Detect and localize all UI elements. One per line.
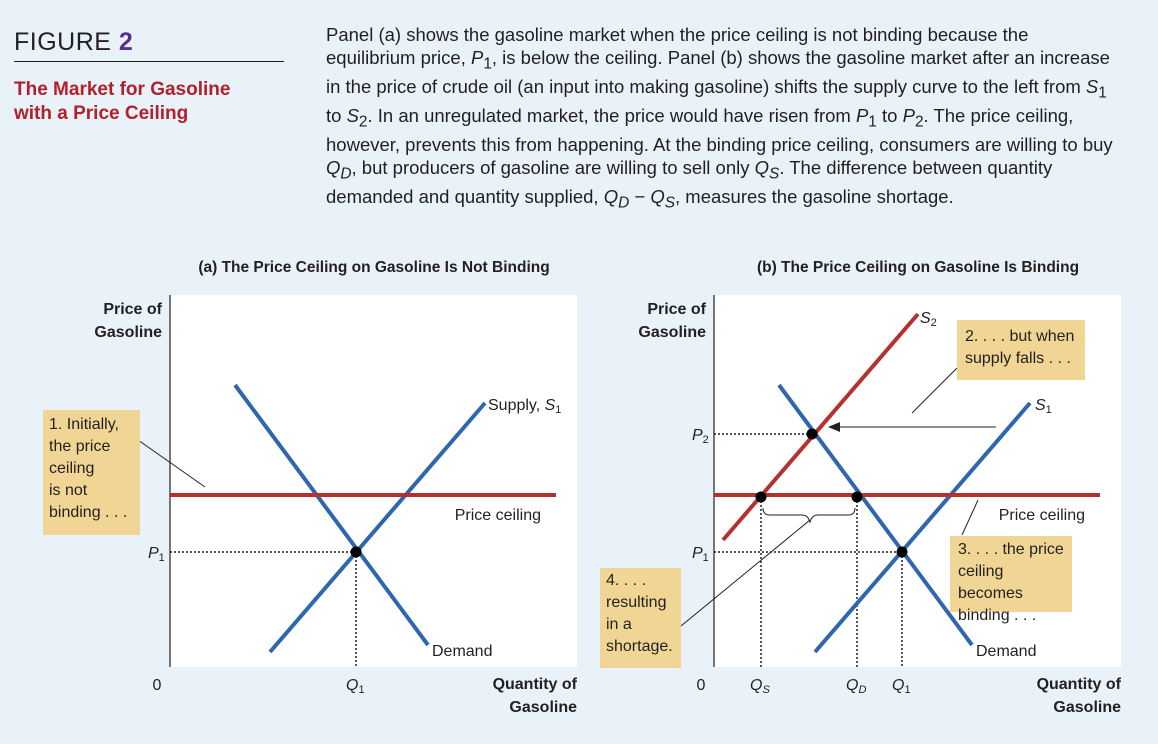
panel-a-plot-area bbox=[170, 295, 577, 667]
figure-caption: Panel (a) shows the gasoline market when… bbox=[326, 24, 1113, 212]
panel-a-equilibrium-point bbox=[350, 546, 362, 558]
figure-number: 2 bbox=[118, 28, 134, 56]
panel-b-qd-tick: QD bbox=[846, 677, 866, 696]
panel-a-note-initially: 1. Initially, the price ceiling is not b… bbox=[43, 410, 140, 535]
panel-b-note-shortage: 4. . . . resulting in a shortage. bbox=[600, 568, 681, 668]
panel-b-shift-arrowhead bbox=[828, 422, 840, 432]
panel-a-demand-label: Demand bbox=[432, 643, 492, 660]
panel-b-supply-s1-curve bbox=[813, 401, 1032, 654]
figure-title-line-2: with a Price Ceiling bbox=[14, 103, 189, 124]
panel-b-y-label-2: Gasoline bbox=[638, 324, 706, 341]
panel-b-s1-label: S1 bbox=[1035, 397, 1052, 416]
panel-b-note4-leader bbox=[680, 519, 811, 627]
panel-b-q1-tick: Q1 bbox=[892, 677, 911, 696]
panel-b-unregulated-equilibrium-point bbox=[806, 428, 818, 440]
panel-b-origin: 0 bbox=[697, 677, 706, 694]
panel-a-note-leader bbox=[137, 439, 206, 488]
panel-b-note2-leader bbox=[911, 367, 958, 414]
panel-a-supply-label: Supply, S1 bbox=[488, 397, 561, 416]
figure-rule bbox=[14, 61, 284, 62]
panel-b-p1-tick: P1 bbox=[692, 545, 709, 564]
panel-a-supply-curve bbox=[268, 401, 487, 654]
panel-a-y-label-1: Price of bbox=[103, 301, 162, 318]
panel-b-demand-label: Demand bbox=[976, 643, 1036, 660]
panel-a-p1-tick: P1 bbox=[148, 545, 165, 564]
panel-b-x-label-2: Gasoline bbox=[1053, 699, 1121, 716]
panel-b-note3-leader bbox=[961, 499, 979, 536]
panel-b-title: (b) The Price Ceiling on Gasoline Is Bin… bbox=[757, 259, 1079, 276]
panel-b-qs-tick: QS bbox=[750, 677, 770, 696]
panel-a-demand-curve bbox=[233, 383, 430, 647]
panel-a-q1-tick: Q1 bbox=[346, 677, 365, 696]
figure-title: The Market for Gasoline with a Price Cei… bbox=[14, 78, 274, 126]
panel-a-x-label-1: Quantity of bbox=[493, 676, 578, 693]
figure-title-line-1: The Market for Gasoline bbox=[14, 79, 231, 100]
panel-a-y-label-2: Gasoline bbox=[94, 324, 162, 341]
panel-b-s2-label: S2 bbox=[920, 310, 937, 329]
panel-b-x-label-1: Quantity of bbox=[1037, 676, 1122, 693]
panel-b-qd-point bbox=[851, 491, 863, 503]
panel-a-x-label-2: Gasoline bbox=[509, 699, 577, 716]
figure-label: FIGURE 2 bbox=[14, 28, 133, 57]
panel-b-y-label-1: Price of bbox=[647, 301, 706, 318]
panel-b-shortage-brace bbox=[762, 507, 856, 524]
panel-b-supply-s2-curve bbox=[721, 312, 920, 542]
panel-b-p2-tick: P2 bbox=[692, 427, 709, 446]
panel-b-price-ceiling-label: Price ceiling bbox=[999, 507, 1085, 524]
panel-b-qs-point bbox=[755, 491, 767, 503]
panel-b-note-supply-falls: 2. . . . but when supply falls . . . bbox=[957, 320, 1085, 380]
panel-a-origin: 0 bbox=[153, 677, 162, 694]
panel-b-demand-curve bbox=[777, 383, 974, 647]
figure-word: FIGURE bbox=[14, 28, 112, 56]
panel-b-note-ceiling-binding: 3. . . . the price ceiling becomes bindi… bbox=[950, 536, 1072, 624]
panel-b-original-equilibrium-point bbox=[896, 546, 908, 558]
panel-a-price-ceiling-label: Price ceiling bbox=[455, 507, 541, 524]
panel-a-title: (a) The Price Ceiling on Gasoline Is Not… bbox=[198, 259, 549, 276]
